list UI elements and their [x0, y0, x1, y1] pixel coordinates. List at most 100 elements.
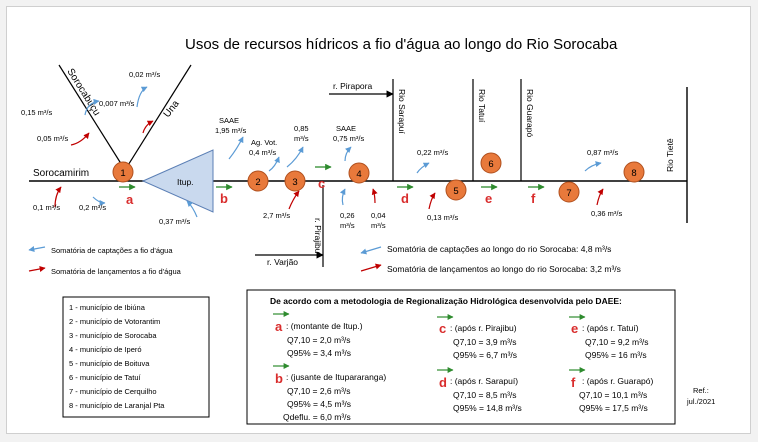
method-d-q710: Q7,10 = 8,5 m³/s [453, 390, 517, 400]
una-river [124, 64, 192, 171]
label-sarapui: Rio Sarapuí [397, 89, 407, 135]
value-036: 0,36 m³/s [591, 209, 623, 218]
municipality-5: 5 - município de Boituva [69, 359, 150, 368]
value-002: 0,02 m³/s [129, 70, 161, 79]
method-c-label: : (após r. Pirajibu) [450, 323, 517, 333]
municipality-8: 8 - município de Laranjal Pta [69, 401, 165, 410]
legend-discharge-text: Somatória de lançamentos a fio d'água [51, 267, 182, 276]
method-d-label: : (após r. Sarapuí) [450, 376, 518, 386]
method-b-qdeflu: Qdeflu. = 6,0 m³/s [283, 412, 351, 422]
discharge-arrow-036 [596, 188, 604, 206]
flow-letter-c: c [318, 176, 325, 191]
circle-4-label: 4 [356, 169, 361, 180]
circle-6-label: 6 [488, 159, 493, 170]
municipality-1: 1 - município de Ibiúna [69, 303, 146, 312]
method-f-label: : (após r. Guarapó) [582, 376, 654, 386]
legend-total-discharge-arrow [360, 263, 382, 272]
value-087: 0,87 m³/s [587, 148, 619, 157]
circle-7-label: 7 [566, 188, 571, 199]
legend-total-discharge-text: Somatória de lançamentos ao longo do rio… [387, 264, 621, 274]
circle-4 [348, 162, 370, 184]
label-pirajibu: r. Pirajibu [313, 218, 323, 254]
method-a-q710: Q7,10 = 2,0 m³/s [287, 335, 351, 345]
method-c-letter: c [439, 321, 446, 336]
methodology-heading: De acordo com a metodologia de Regionali… [270, 296, 622, 306]
flow-markers: a b c d e f [119, 163, 545, 207]
capture-arrow-085 [286, 146, 304, 168]
value-004-b: m³/s [371, 221, 386, 230]
value-0007: 0,007 m³/s [99, 99, 135, 108]
value-085-b: m³/s [294, 134, 309, 143]
legend-capture-text: Somatória de captações a fio d'água [51, 246, 173, 255]
method-b-q710: Q7,10 = 2,6 m³/s [287, 386, 351, 396]
legend-capture-arrow [28, 246, 46, 252]
circle-1 [112, 161, 134, 183]
capture-arrow-015 [84, 98, 100, 116]
value-026-b: m³/s [340, 221, 355, 230]
capture-arrow-saae1 [228, 136, 244, 160]
value-saae1-b: 1,95 m³/s [215, 126, 247, 135]
discharge-arrow-013 [428, 192, 436, 210]
municipality-box: 1 - município de Ibiúna 2 - município de… [62, 296, 210, 418]
method-d-letter: d [439, 375, 447, 390]
label-sorocamirim: Sorocamirim [33, 168, 89, 179]
circle-5 [445, 179, 467, 201]
method-b-q95: Q95% = 4,5 m³/s [287, 399, 351, 409]
capture-arrow-087 [584, 161, 602, 172]
label-tatui: Rio Tatuí [477, 89, 487, 123]
flow-letter-b: b [220, 191, 228, 206]
method-b-label: : (jusante de Itupararanga) [286, 372, 386, 382]
value-27: 2,7 m³/s [263, 211, 290, 220]
method-f-q95: Q95% = 17,5 m³/s [579, 403, 648, 413]
value-015: 0,15 m³/s [21, 108, 53, 117]
municipality-2: 2 - município de Votorantim [69, 317, 160, 326]
flow-letter-d: d [401, 191, 409, 206]
value-labels: 0,02 m³/s 0,15 m³/s 0,007 m³/s 0,05 m³/s… [21, 70, 623, 230]
circle-2-label: 2 [255, 177, 260, 188]
value-saae1-a: SAAE [219, 116, 239, 125]
value-013: 0,13 m³/s [427, 213, 459, 222]
methodology-box: De acordo com a metodologia de Regionali… [246, 289, 676, 425]
method-a-letter: a [275, 319, 283, 334]
flow-letter-f: f [531, 191, 536, 206]
municipality-3: 3 - município de Sorocaba [69, 331, 157, 340]
method-e-q95: Q95% = 16 m³/s [585, 350, 647, 360]
circle-6 [480, 152, 502, 174]
value-005: 0,05 m³/s [37, 134, 69, 143]
circle-2 [247, 170, 269, 192]
value-026-a: 0,26 [340, 211, 355, 220]
circle-1-label: 1 [120, 168, 125, 179]
value-agvot-a: Ag. Vot. [251, 138, 277, 147]
label-tiete: Rio Tietê [665, 138, 675, 172]
label-una: Una [162, 98, 182, 120]
method-d-q95: Q95% = 14,8 m³/s [453, 403, 522, 413]
circle-5-label: 5 [453, 186, 458, 197]
capture-arrow-002 [136, 86, 148, 108]
diagram-svg: Usos de recursos hídricos a fio d'água a… [21, 36, 715, 425]
flow-letter-a: a [126, 192, 134, 207]
method-f-q710: Q7,10 = 10,1 m³/s [579, 390, 647, 400]
value-saae2-a: SAAE [336, 124, 356, 133]
methodology-box-frame [246, 289, 676, 425]
method-a-label: : (montante de Itup.) [286, 321, 363, 331]
method-e-label: : (após r. Tatuí) [582, 323, 639, 333]
label-sorocabucu: Sorocabuçu [64, 67, 102, 118]
municipality-box-frame [62, 296, 210, 418]
value-01: 0,1 m³/s [33, 203, 60, 212]
legend: Somatória de captações a fio d'água Soma… [28, 244, 621, 276]
method-a-q95: Q95% = 3,4 m³/s [287, 348, 351, 358]
circle-8-label: 8 [631, 168, 636, 179]
label-pirapora: r. Pirapora [333, 81, 372, 91]
circle-3-label: 3 [292, 177, 297, 188]
method-b-letter: b [275, 371, 283, 386]
use-arrows [54, 86, 604, 218]
reference-label: Ref.: [693, 386, 709, 395]
method-e-letter: e [571, 321, 578, 336]
capture-arrow-02 [92, 196, 106, 206]
itupararanga-dam [141, 149, 214, 213]
diagram-canvas: Usos de recursos hídricos a fio d'água a… [6, 6, 751, 434]
legend-total-capture-arrow [360, 246, 382, 255]
capture-arrow-037 [186, 200, 198, 218]
discharge-arrow-004 [371, 188, 378, 204]
value-037: 0,37 m³/s [159, 217, 191, 226]
